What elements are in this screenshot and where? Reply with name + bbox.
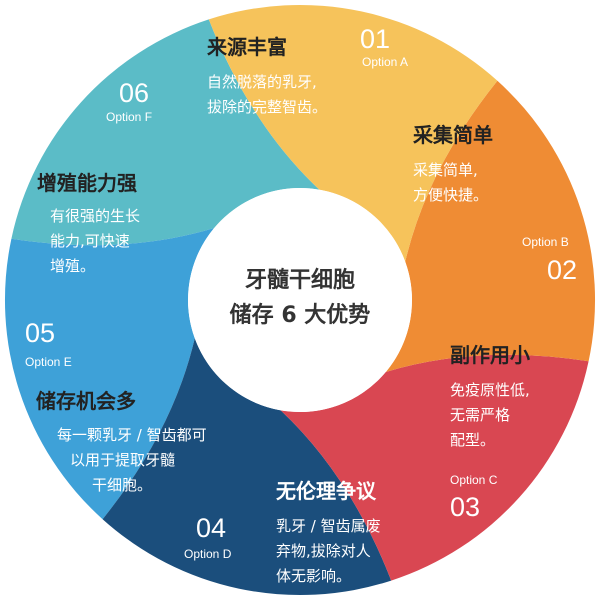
segment-03-desc-line2: 无需严格 bbox=[450, 406, 510, 424]
segment-03-desc-line1: 免疫原性低, bbox=[450, 381, 530, 399]
segment-05-option: Option E bbox=[25, 355, 72, 369]
segment-02-title: 采集简单 bbox=[413, 123, 493, 147]
segment-03-number: 03 bbox=[450, 492, 480, 522]
segment-01-option: Option A bbox=[362, 55, 408, 69]
segment-04-number: 04 bbox=[196, 513, 226, 543]
segment-05-desc-line2: 以用于提取牙髓 bbox=[70, 451, 175, 469]
segment-01-shape bbox=[208, 4, 498, 262]
segment-03-shape bbox=[280, 354, 589, 581]
segment-06-desc-line2: 能力,可快速 bbox=[50, 232, 130, 250]
center-title-line1: 牙髓干细胞 bbox=[245, 267, 355, 293]
segment-05-desc-line3: 干细胞。 bbox=[92, 476, 152, 494]
segment-02-option: Option B bbox=[522, 235, 569, 249]
segment-06-shape bbox=[11, 19, 320, 246]
segment-05-desc-line1: 每一颗乳牙 / 智齿都可 bbox=[57, 426, 207, 444]
segment-04-option: Option D bbox=[184, 547, 232, 561]
segment-06-title: 增殖能力强 bbox=[37, 171, 137, 195]
segment-05-number: 05 bbox=[25, 318, 55, 348]
segment-04-desc-line1: 乳牙 / 智齿属废 bbox=[276, 517, 381, 535]
segment-06-option: Option F bbox=[106, 110, 152, 124]
segment-05-shape bbox=[4, 228, 215, 520]
segment-04-desc-line2: 弃物,拔除对人 bbox=[276, 542, 371, 560]
center-title-line2: 储存 6 大优势 bbox=[230, 302, 371, 328]
segment-01-number: 01 bbox=[360, 24, 390, 54]
segment-01-title: 来源丰富 bbox=[206, 35, 287, 59]
segment-06-number: 06 bbox=[119, 78, 149, 108]
segment-05-title: 储存机会多 bbox=[36, 389, 136, 413]
wheel-segments bbox=[4, 4, 596, 596]
segment-03-option: Option C bbox=[450, 473, 498, 487]
segment-04-shape bbox=[102, 338, 392, 596]
segment-02-number: 02 bbox=[547, 255, 577, 285]
center-hub bbox=[188, 188, 412, 412]
segment-02-shape bbox=[385, 80, 596, 373]
segment-02-desc-line1: 采集简单, bbox=[413, 161, 478, 179]
segment-02-desc-line2: 方便快捷。 bbox=[413, 186, 488, 204]
segment-03-desc-line3: 配型。 bbox=[450, 431, 495, 449]
segment-06-desc-line1: 有很强的生长 bbox=[50, 207, 140, 225]
segment-01-desc-line1: 自然脱落的乳牙, bbox=[207, 73, 317, 91]
segment-06-desc-line3: 增殖。 bbox=[50, 257, 95, 275]
segment-03-title: 副作用小 bbox=[450, 343, 530, 367]
segment-04-desc-line3: 体无影响。 bbox=[276, 567, 351, 585]
segment-04-title: 无伦理争议 bbox=[276, 479, 377, 503]
segment-01-desc-line2: 拔除的完整智齿。 bbox=[207, 98, 327, 116]
